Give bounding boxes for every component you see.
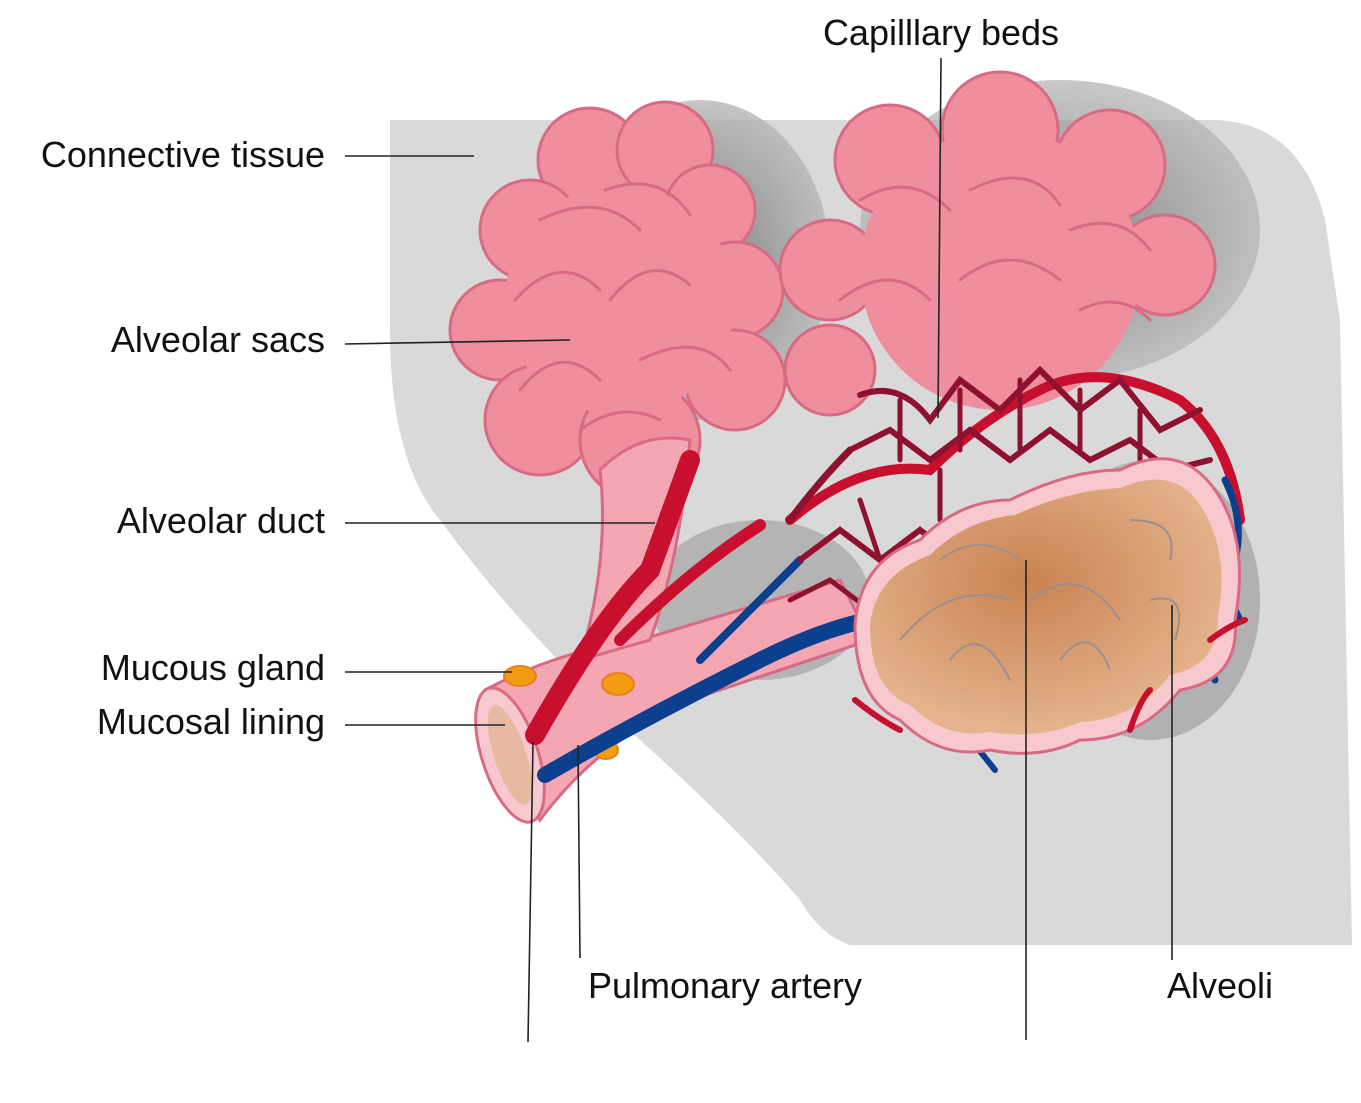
label-pulmonary-artery: Pulmonary artery bbox=[588, 965, 862, 1006]
label-alveolar-duct: Alveolar duct bbox=[117, 500, 325, 541]
label-alveoli: Alveoli bbox=[1167, 965, 1273, 1006]
alveoli-cluster bbox=[852, 457, 1248, 755]
label-mucous-gland: Mucous gland bbox=[101, 647, 325, 688]
alveolar-sac-left bbox=[448, 100, 787, 502]
leader-lines bbox=[344, 57, 1173, 1043]
alveolar-sac-right bbox=[778, 70, 1217, 417]
label-capillary-beds: Capilllary beds bbox=[823, 12, 1059, 53]
label-alveolar-sacs: Alveolar sacs bbox=[111, 319, 325, 360]
label-connective-tissue: Connective tissue bbox=[41, 134, 325, 175]
label-mucosal-lining: Mucosal lining bbox=[97, 701, 325, 742]
